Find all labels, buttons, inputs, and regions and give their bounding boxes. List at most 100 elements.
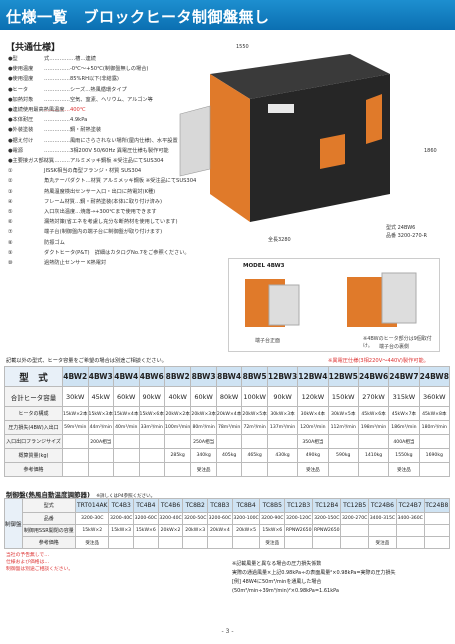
spec-value: 漏熱対策(省エネを考慮し充分な断熱材を使用しています) <box>44 219 178 226</box>
table-cell <box>87 462 114 477</box>
spec-label: ●使用湿度 <box>8 76 34 83</box>
model-label: 型式 24BW6 <box>386 225 416 231</box>
ctrl-cell: 15kW×3 <box>108 524 135 537</box>
spec-value: ……………シーズ…熱風循環タイプ <box>44 86 127 93</box>
spec-value: 式……………槽…連続 <box>44 56 96 62</box>
page-header: 仕様一覧 ブロックヒータ制御盤無し <box>0 0 455 30</box>
ctrl-cell <box>157 536 184 549</box>
spec-row: ●使用湿度……………85%RH以下(非結露) <box>8 74 218 84</box>
ctrl-cell: 3200-60C <box>207 512 233 525</box>
table-header-title: 型 式 <box>4 366 63 387</box>
ctrl-cell: 受注品 <box>368 536 397 549</box>
table-cell: 59m³/min <box>62 420 89 435</box>
table-cell <box>418 434 451 449</box>
ctrl-model: TC24B8 <box>423 498 451 513</box>
spec-label: ●電源 <box>8 147 23 154</box>
ctrl-cell: 20kW×2 <box>157 524 184 537</box>
ctrl-cell: RPNW2650 <box>284 524 314 537</box>
table-cell: 受注品 <box>388 462 420 477</box>
spec-row: ●本体耐圧……………4.9kPa <box>8 115 218 125</box>
table-header-model: 8BW2 <box>163 366 192 387</box>
table-cell <box>113 448 140 463</box>
ctrl-cell: 20kW×3 <box>182 524 209 537</box>
table-cell: 180m³/min <box>418 420 451 435</box>
spec-row: ●連続使用最高熱風温度……………400℃ <box>8 105 218 115</box>
table-cell: 1410kg <box>357 448 390 463</box>
table-header-model: 24BW7 <box>388 366 420 387</box>
table-cell <box>138 434 165 449</box>
table-header-model: 4BW6 <box>138 366 165 387</box>
table-cell: 45kW×8本 <box>418 406 451 421</box>
ctrl-cell: 20kW×5 <box>231 524 261 537</box>
dim-side: 1860 <box>424 148 437 154</box>
spec-value: ……………風雨にさらされない場所(屋内仕様)、水平設置 <box>44 137 178 144</box>
terminal-back-image <box>347 272 417 327</box>
table-cell: 1690kg <box>418 448 451 463</box>
ctrl-cell <box>340 536 370 549</box>
spec-value: 入口灰出温度…焼落→+300℃まで使用できます <box>44 209 157 216</box>
table-note-left: 記載以外の型式、ヒータ容量をご希望の場合は別途ご相談ください。 <box>6 358 167 364</box>
table-cell: 20kW×4本 <box>215 406 243 421</box>
ctrl-cell <box>133 536 159 549</box>
ctrl-cell <box>231 536 261 549</box>
table-header-model: 4BW2 <box>62 366 89 387</box>
cap-note: ※4BWのヒータ部分は9個取付け。 <box>363 336 432 349</box>
table-header-model: 12BW5 <box>327 366 359 387</box>
ctrl-cell: 3200-40C <box>108 512 135 525</box>
table-cell: 350A相当 <box>297 434 329 449</box>
table-cell: 285kg <box>163 448 192 463</box>
table-cell: 受注品 <box>190 462 217 477</box>
table-cell: 45kW×7本 <box>388 406 420 421</box>
ctrl-note: ※詳しくはP4参照ください。 <box>96 494 156 499</box>
table-cell: 137m³/min <box>266 420 299 435</box>
table-cell: 200A相当 <box>87 434 114 449</box>
table-cell <box>215 462 243 477</box>
ctrl-cell: 3200-90C <box>259 512 286 525</box>
ctrl-side-label: 制御盤 <box>4 498 23 549</box>
ctrl-model: TC4B6 <box>157 498 184 513</box>
ctrl-cell: 15kW×2 <box>75 524 110 537</box>
spec-label: ●外装塗装 <box>8 127 34 134</box>
ctrl-title: 制御盤(熱風自動温度調節器) <box>6 491 90 499</box>
spec-label: ⑤ <box>8 209 13 216</box>
ctrl-cell <box>207 536 233 549</box>
table-cell: 30kW×3本 <box>266 406 299 421</box>
table-cell: 90kW <box>266 386 299 407</box>
table-cell: 72m³/min <box>241 420 268 435</box>
spec-value: ……………空気、窒素、ヘリウム、アルゴン等 <box>44 96 153 103</box>
spec-label: ④ <box>8 198 13 205</box>
ctrl-cell: 3200-30C <box>75 512 110 525</box>
table-cell <box>357 434 390 449</box>
spec-label: ●使用温度 <box>8 66 34 73</box>
table-header-model: 8BW5 <box>241 366 268 387</box>
table-header-model: 24BW6 <box>357 366 390 387</box>
spec-value: 端子台(制御盤内の端子台に制御盤が取り付けます) <box>44 229 163 236</box>
ctrl-cell: 3200-60C <box>133 512 159 525</box>
ctrl-cell <box>182 536 209 549</box>
table-header-model: 8BW3 <box>190 366 217 387</box>
table-cell: 15kW×4本 <box>113 406 140 421</box>
ctrl-cell: 3200-50C <box>182 512 209 525</box>
product-no: 品番 3200-270-R <box>386 233 427 239</box>
table-cell <box>418 462 451 477</box>
table-cell <box>241 462 268 477</box>
table-cell: 250A相当 <box>190 434 217 449</box>
ctrl-row-label: 参考価格 <box>21 536 77 549</box>
table-cell: 60kW <box>190 386 217 407</box>
ctrl-cell: 3200-270C <box>340 512 370 525</box>
ctrl-model: TC8B5 <box>259 498 286 513</box>
spec-row: ●据え付け……………風雨にさらされない場所(屋内仕様)、水平設置 <box>8 136 218 146</box>
table-cell: 80kW <box>215 386 243 407</box>
ctrl-model: TC4B3 <box>108 498 135 513</box>
ctrl-model: TRT014AK <box>75 498 110 513</box>
spec-value: ……………4.9kPa <box>44 117 88 124</box>
spec-label: ●ヒータ <box>8 86 29 93</box>
table-cell: 20kW×3本 <box>190 406 217 421</box>
table-cell: 490kg <box>297 448 329 463</box>
